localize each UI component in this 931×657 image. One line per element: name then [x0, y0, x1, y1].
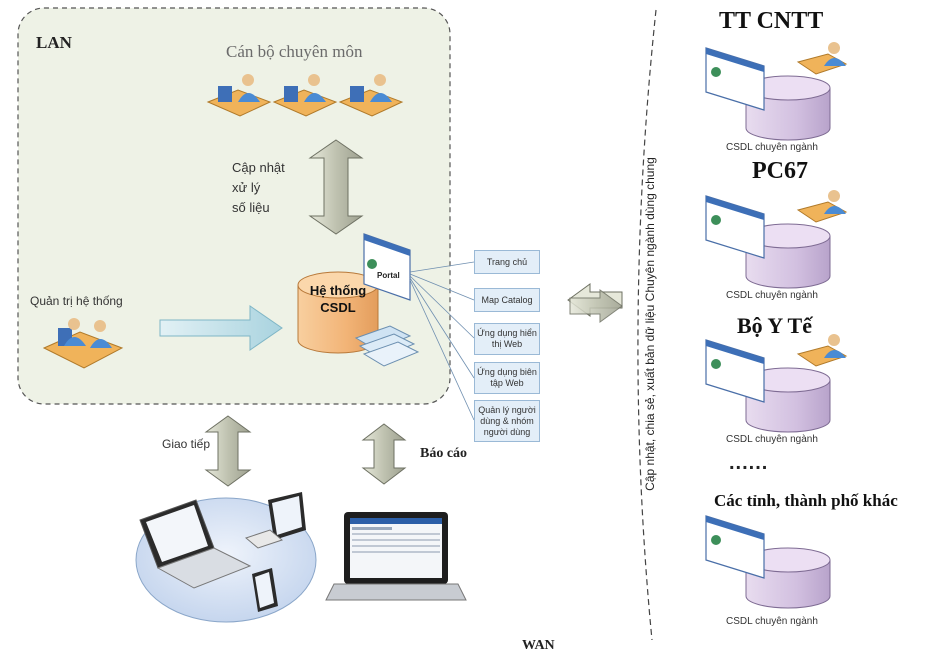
portal-box-web-display-app: Ứng dụng hiển thị Web: [474, 323, 540, 355]
site-title-bo-y-te: Bộ Y Tế: [737, 313, 812, 338]
site-caption-other-provinces: CSDL chuyên ngành: [726, 616, 818, 627]
portal-connectors: [409, 261, 475, 421]
documents-stack: [354, 325, 420, 367]
wan-exchange-arrow: [567, 283, 623, 323]
admin-label: Quản trị hệ thống: [30, 294, 123, 308]
site-icon-other-provinces: [705, 515, 831, 609]
site-caption-pc67: CSDL chuyên ngành: [726, 290, 818, 301]
site-icon-pc67: [705, 190, 848, 289]
portal-box-home: Trang chủ: [474, 250, 540, 274]
portal-box-web-edit-app: Ứng dụng biên tập Web: [474, 362, 540, 394]
staff-title: Cán bộ chuyên môn: [226, 42, 363, 61]
site-caption-tt-cntt: CSDL chuyên ngành: [726, 142, 818, 153]
update-label: Cập nhật xử lý số liệu: [232, 158, 302, 218]
wan-label: WAN: [522, 638, 555, 653]
more-sites-ellipsis: ......: [729, 452, 769, 474]
staff-workstation-1: [206, 74, 272, 117]
staff-workstation-3: [338, 74, 404, 117]
devices-illustration: [135, 492, 317, 623]
portal-label: Portal: [377, 271, 400, 280]
update-label-line-2: xử lý: [232, 180, 261, 195]
portal-box-map-catalog: Map Catalog: [474, 288, 540, 312]
report-label: Báo cáo: [420, 446, 468, 461]
db-label-line-2: CSDL: [320, 300, 356, 315]
portal-window: [363, 233, 411, 301]
db-label-line-1: Hệ thống: [309, 283, 367, 298]
wan-vertical-label: Cập nhật, chia sẻ, xuất bản dữ liệu Chuy…: [643, 157, 657, 491]
site-caption-bo-y-te: CSDL chuyên ngành: [726, 434, 818, 445]
update-double-arrow: [308, 139, 364, 235]
admin-workstation: [42, 318, 124, 369]
lan-label: LAN: [36, 33, 72, 52]
communication-double-arrow: [204, 415, 252, 487]
communication-label: Giao tiếp: [162, 437, 211, 451]
staff-workstation-2: [272, 74, 338, 117]
site-icon-tt-cntt: [705, 42, 848, 141]
site-icon-bo-y-te: [705, 334, 848, 433]
site-title-other-provinces: Các tỉnh, thành phố khác: [714, 491, 898, 510]
site-title-tt-cntt: TT CNTT: [719, 8, 824, 34]
update-label-line-3: số liệu: [232, 200, 270, 215]
portal-box-user-management: Quản lý người dùng & nhóm người dùng: [474, 400, 540, 442]
db-label: Hệ thống CSDL: [303, 282, 373, 316]
report-double-arrow: [361, 423, 407, 485]
update-label-line-1: Cập nhật: [232, 160, 285, 175]
admin-to-db-arrow: [159, 305, 283, 351]
report-laptop: [325, 512, 467, 601]
wan-divider: [637, 9, 657, 641]
site-title-pc67: PC67: [752, 158, 808, 184]
